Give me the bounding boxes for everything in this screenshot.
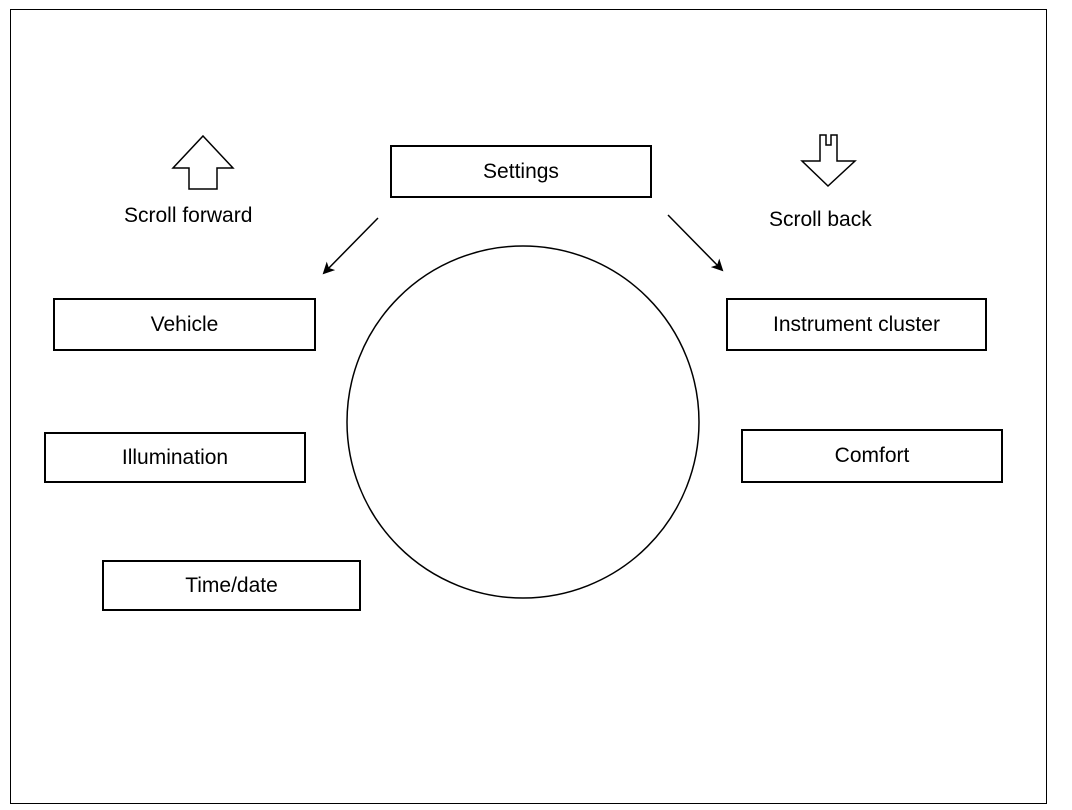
- scroll-back-label: Scroll back: [769, 208, 872, 231]
- settings-box[interactable]: Settings: [390, 145, 652, 198]
- rotary-wheel[interactable]: [346, 245, 700, 599]
- arrow-right-connector: [667, 214, 724, 272]
- arrow-up-outline-icon[interactable]: [171, 134, 235, 190]
- instrument-cluster-box[interactable]: Instrument cluster: [726, 298, 987, 351]
- arrow-down-outline-icon[interactable]: [800, 134, 857, 188]
- illumination-box[interactable]: Illumination: [44, 432, 306, 483]
- scroll-forward-label: Scroll forward: [124, 204, 253, 227]
- time-date-box[interactable]: Time/date: [102, 560, 361, 611]
- comfort-box[interactable]: Comfort: [741, 429, 1003, 483]
- arrow-left-connector: [322, 217, 379, 275]
- vehicle-box[interactable]: Vehicle: [53, 298, 316, 351]
- diagram-frame: [10, 9, 1047, 804]
